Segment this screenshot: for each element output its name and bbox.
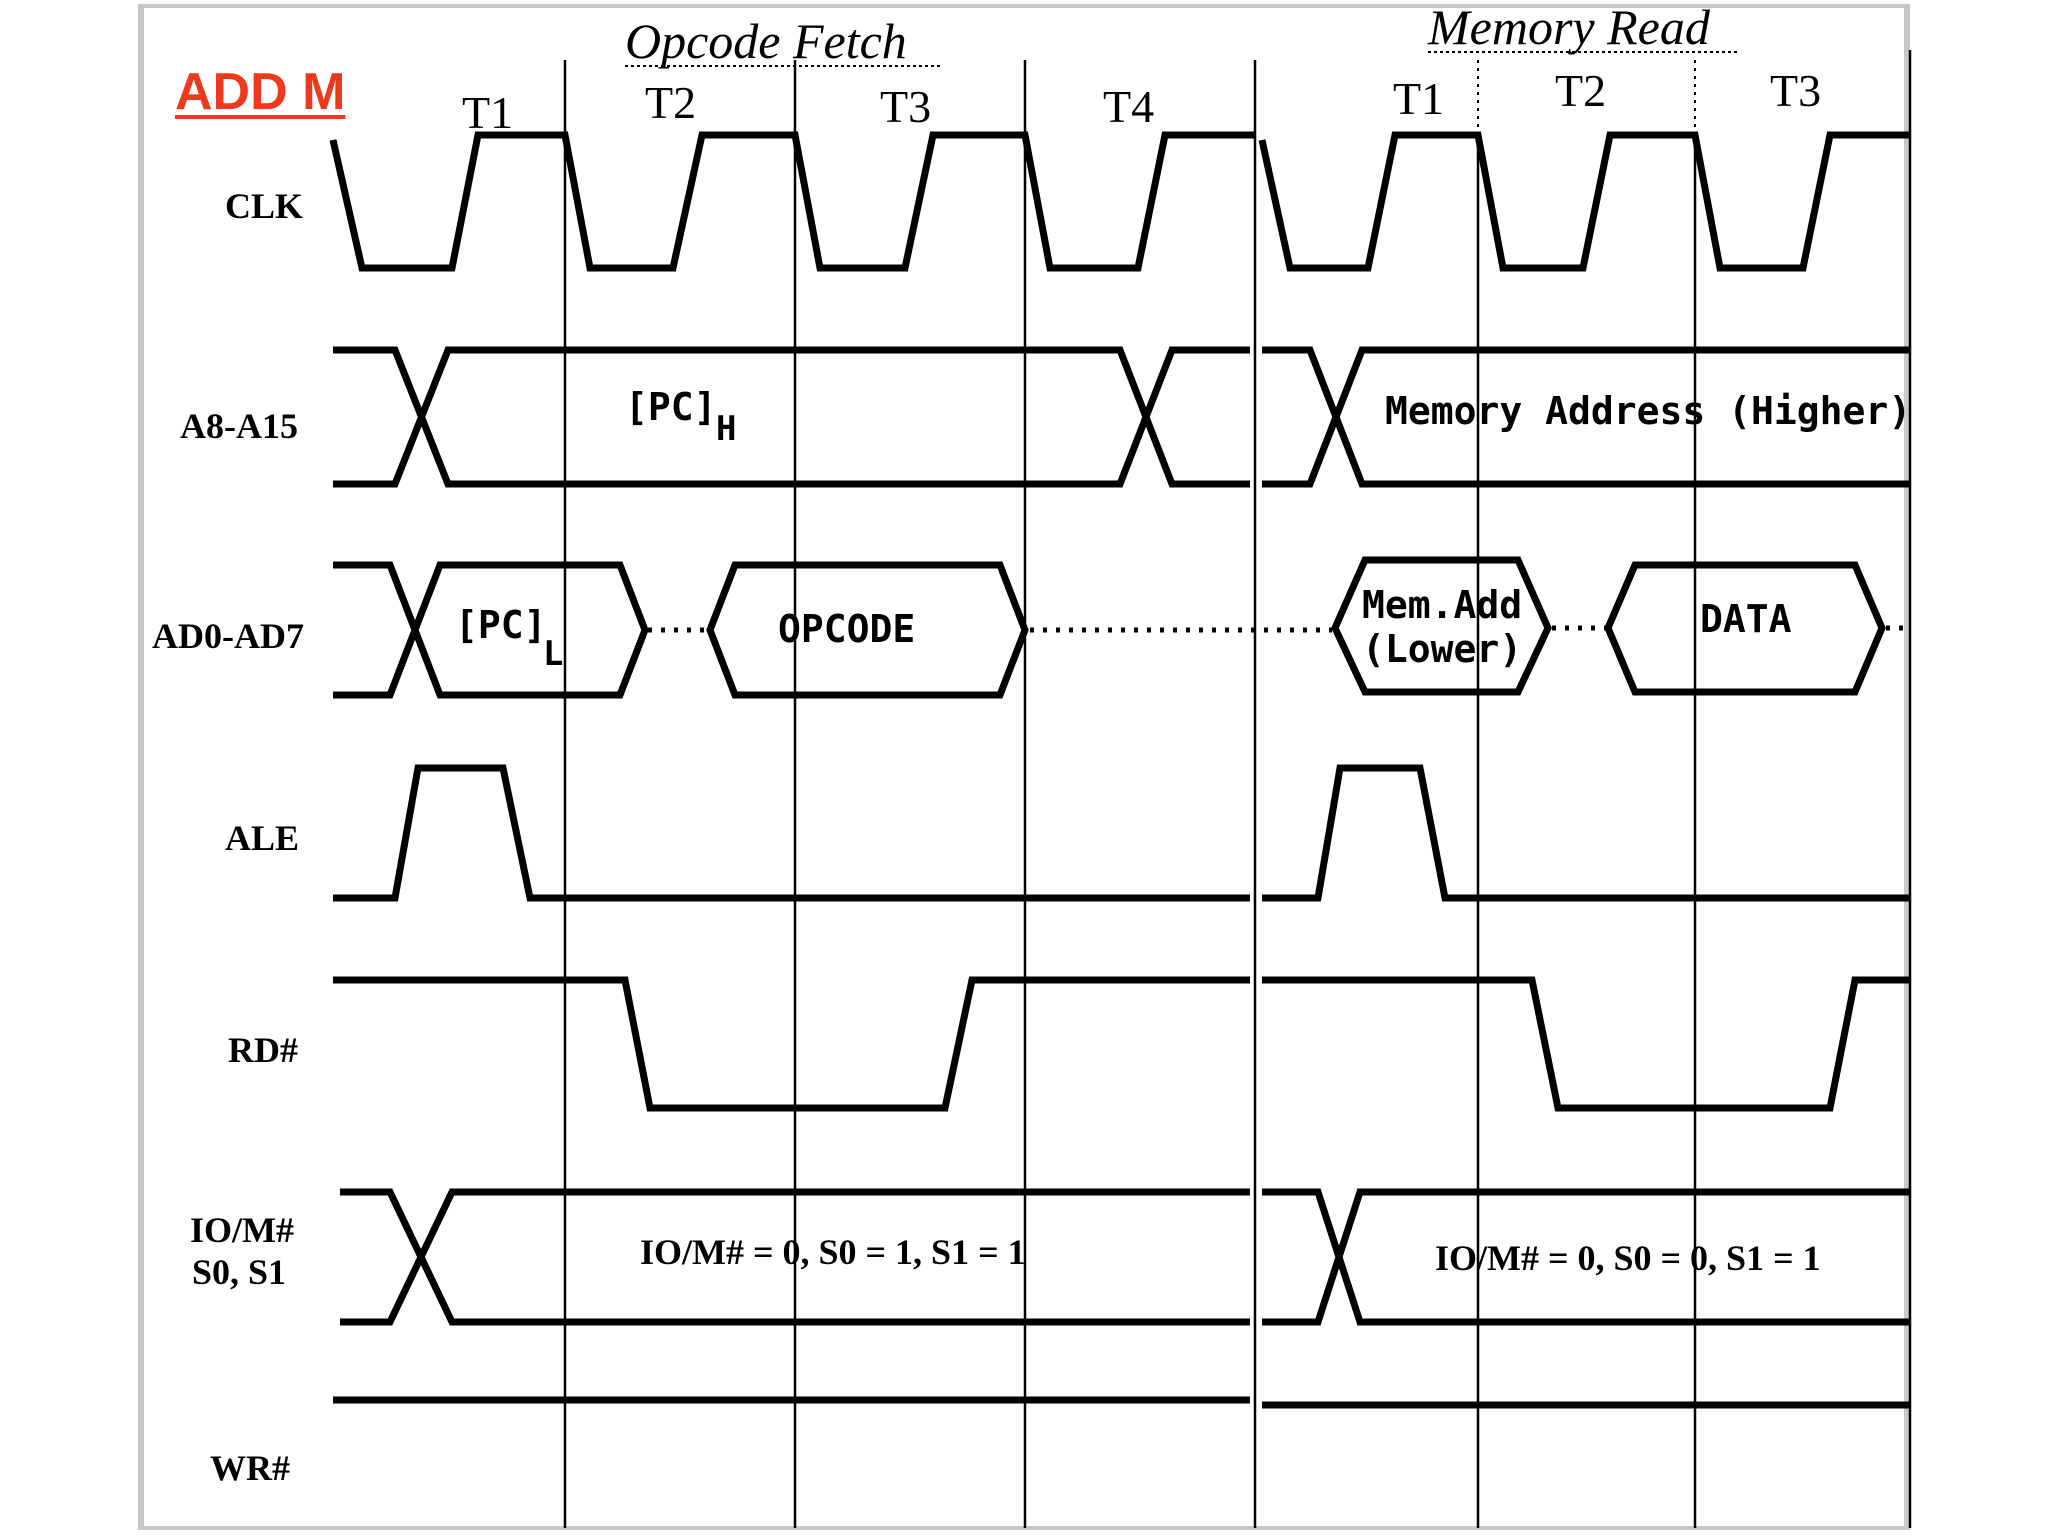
ad0-ad7-data: DATA — [1700, 597, 1792, 641]
signal-label-rd: RD# — [228, 1030, 298, 1070]
signal-label-io-m: IO/M# — [190, 1210, 294, 1250]
state-mr-t3: T3 — [1770, 65, 1821, 116]
state-of-t2: T2 — [645, 77, 696, 128]
ad0-ad7-opcode: OPCODE — [778, 607, 915, 651]
signal-label-ad0-ad7: AD0-AD7 — [152, 616, 304, 656]
io-m-status-opcode-fetch: IO/M# = 0, S0 = 1, S1 = 1 — [640, 1232, 1026, 1272]
signal-label-ale: ALE — [225, 818, 299, 858]
ad0-ad7-opcode-segment — [706, 561, 1029, 699]
diagram-title: ADD M — [175, 63, 346, 121]
state-mr-t1: T1 — [1393, 73, 1444, 124]
ad0-ad7-pc-low: [PC] — [455, 603, 547, 647]
machine-cycle-opcode-fetch: Opcode Fetch — [625, 13, 907, 69]
ad0-ad7-mem-add-lower-1: Mem.Add — [1362, 583, 1522, 627]
signal-label-wr: WR# — [210, 1448, 290, 1488]
state-of-t3: T3 — [880, 81, 931, 132]
ad0-ad7-mem-add-lower-segment — [1331, 556, 1552, 696]
a8-a15-pc-high: [PC] — [625, 385, 717, 429]
rd-waveform — [333, 976, 1910, 1112]
ad0-ad7-pc-low-sub: L — [543, 634, 563, 674]
a8-a15-memory-address-higher: Memory Address (Higher) — [1385, 389, 1911, 433]
a8-a15-bus — [333, 346, 1910, 488]
a8-a15-pc-high-sub: H — [716, 409, 736, 449]
ad0-ad7-mem-add-lower-2: (Lower) — [1362, 627, 1522, 671]
signal-label-s0-s1: S0, S1 — [192, 1252, 286, 1292]
io-m-status-memory-read: IO/M# = 0, S0 = 0, S1 = 1 — [1435, 1238, 1821, 1278]
wr-waveform — [333, 1396, 1910, 1409]
clk-waveform — [329, 131, 1910, 272]
state-mr-t2: T2 — [1555, 65, 1606, 116]
ale-waveform — [333, 764, 1910, 902]
ad0-ad7-data-segment — [1604, 561, 1886, 696]
machine-cycle-memory-read: Memory Read — [1427, 0, 1711, 55]
state-of-t4: T4 — [1103, 81, 1154, 132]
state-of-t1: T1 — [462, 87, 513, 138]
ad0-ad7-bus — [333, 561, 649, 699]
io-m-s0-s1-bus — [340, 1188, 1910, 1326]
signal-label-a8-a15: A8-A15 — [180, 406, 298, 446]
signal-label-clk: CLK — [225, 186, 303, 226]
